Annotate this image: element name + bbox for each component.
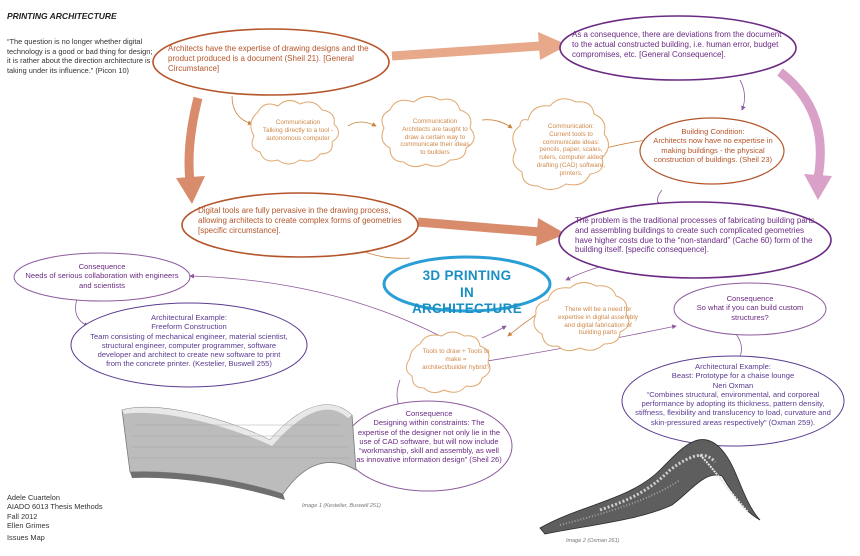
node-general-consequence: As a consequence, there are deviations f…	[572, 30, 782, 59]
cloud-comm3	[512, 98, 609, 190]
example-left-heading: Architectural Example:	[151, 313, 227, 322]
building-condition-heading: Building Condition:	[681, 127, 745, 136]
example-right-subheading: Beast: Prototype for a chaise lounge	[671, 371, 795, 381]
page-title: PRINTING ARCHITECTURE	[7, 11, 117, 21]
picon-quote: “The question is no longer whether digit…	[7, 37, 153, 75]
cloud-comm3-text: Communication: Current tools to communic…	[532, 123, 610, 178]
cloud-tools	[406, 331, 491, 394]
term: Fall 2012	[7, 511, 38, 521]
ellipse-example-left	[70, 302, 308, 388]
cloud-comm2-heading: Communication	[412, 118, 458, 125]
consequence-right-heading: Consequence	[726, 294, 774, 303]
image2-caption: Image 2 (Oxman 261)	[566, 538, 620, 544]
node-specific-consequence: The problem is the traditional processes…	[575, 216, 815, 255]
arrow-middle	[417, 217, 566, 246]
ellipse-general-consequence	[559, 15, 797, 81]
image1-caption: Image 1 (Kestelier, Buswell 251)	[302, 503, 381, 509]
node-specific-circumstance: Digital tools are fully pervasive in the…	[198, 206, 402, 235]
example-right-body: “Combines structural, environmental, and…	[635, 389, 831, 427]
image-freeform-wall	[121, 404, 357, 500]
ellipse-general-circumstance	[152, 28, 390, 96]
cloud-comm2-text: Communication Architects are taught to d…	[398, 118, 472, 157]
arrow-left-down	[176, 96, 205, 204]
example-right-author: Neri Oxman	[712, 380, 754, 390]
consequence-left-heading: Consequence	[78, 262, 126, 271]
center-title-line1: 3D PRINTING	[422, 268, 512, 283]
ellipse-consequence-right	[673, 282, 827, 336]
arrow-right-down	[777, 68, 832, 200]
author-credit: Adele Cuartelon AIADO 6013 Thesis Method…	[7, 493, 103, 530]
center-title: 3D PRINTING IN ARCHITECTURE	[405, 268, 529, 318]
cloud-comm3-heading: Communication:	[547, 123, 595, 130]
cloud-comm1-text: Communication Talking directly to a tool…	[262, 119, 334, 142]
cloud-comm1	[250, 100, 339, 165]
course-name: AIADO 6013 Thesis Methods	[7, 502, 103, 512]
node-general-circumstance: Architects have the expertise of drawing…	[168, 44, 369, 73]
ellipse-building-condition	[639, 117, 785, 185]
example-right-heading: Architectural Example:	[695, 362, 771, 371]
consequence-bottom-heading: Consequence	[405, 409, 453, 418]
ellipse-center	[382, 255, 552, 313]
cloud-comm2	[381, 96, 475, 168]
instructor: Ellen Grimes	[7, 520, 50, 530]
ellipse-example-right	[621, 355, 845, 447]
cloud-tools-text: Tools to draw + Tools to make = architec…	[422, 348, 490, 371]
footer-label: Issues Map	[7, 533, 45, 542]
node-example-left: Architectural Example: Freeform Construc…	[90, 313, 288, 369]
cloud-need	[533, 282, 630, 352]
example-left-subheading: Freeform Construction	[151, 322, 227, 332]
node-building-condition: Building Condition: Architects now have …	[653, 127, 773, 164]
node-consequence-left: Consequence Needs of serious collaborati…	[24, 262, 180, 290]
node-consequence-bottom: Consequence Designing within constraints…	[356, 409, 502, 465]
cloud-comm3-body: Current tools to communicate ideas: penc…	[536, 130, 606, 177]
center-title-line2: IN ARCHITECTURE	[411, 284, 523, 317]
cloud-need-text: There will be a need for expertise in di…	[558, 306, 638, 337]
example-left-body: Team consisting of mechanical engineer, …	[90, 331, 288, 369]
ellipse-specific-consequence	[558, 201, 832, 279]
consequence-bottom-body: expertise of the designer not only lie i…	[356, 427, 502, 465]
building-condition-body: Architects now have no expertise in maki…	[653, 136, 773, 164]
ellipse-consequence-left	[13, 252, 191, 302]
node-example-right: Architectural Example: Beast: Prototype …	[630, 362, 836, 427]
author-name: Adele Cuartelon	[7, 493, 61, 502]
consequence-left-body: Needs of serious collaboration with engi…	[25, 271, 179, 290]
consequence-bottom-subheading: Designing within constraints: The	[373, 418, 485, 428]
image-beast-chaise	[539, 439, 761, 535]
ellipse-specific-circumstance	[181, 192, 419, 258]
arrow-top	[391, 32, 568, 61]
cloud-comm1-body: Talking directly to a tool - autonomous …	[262, 126, 334, 142]
node-consequence-right: Consequence So what if you can build cus…	[690, 294, 810, 322]
consequence-right-body: So what if you can build custom structur…	[696, 303, 804, 322]
cloud-comm1-heading: Communication	[275, 119, 321, 126]
cloud-comm2-body: Architects are taught to draw a certain …	[400, 125, 470, 157]
